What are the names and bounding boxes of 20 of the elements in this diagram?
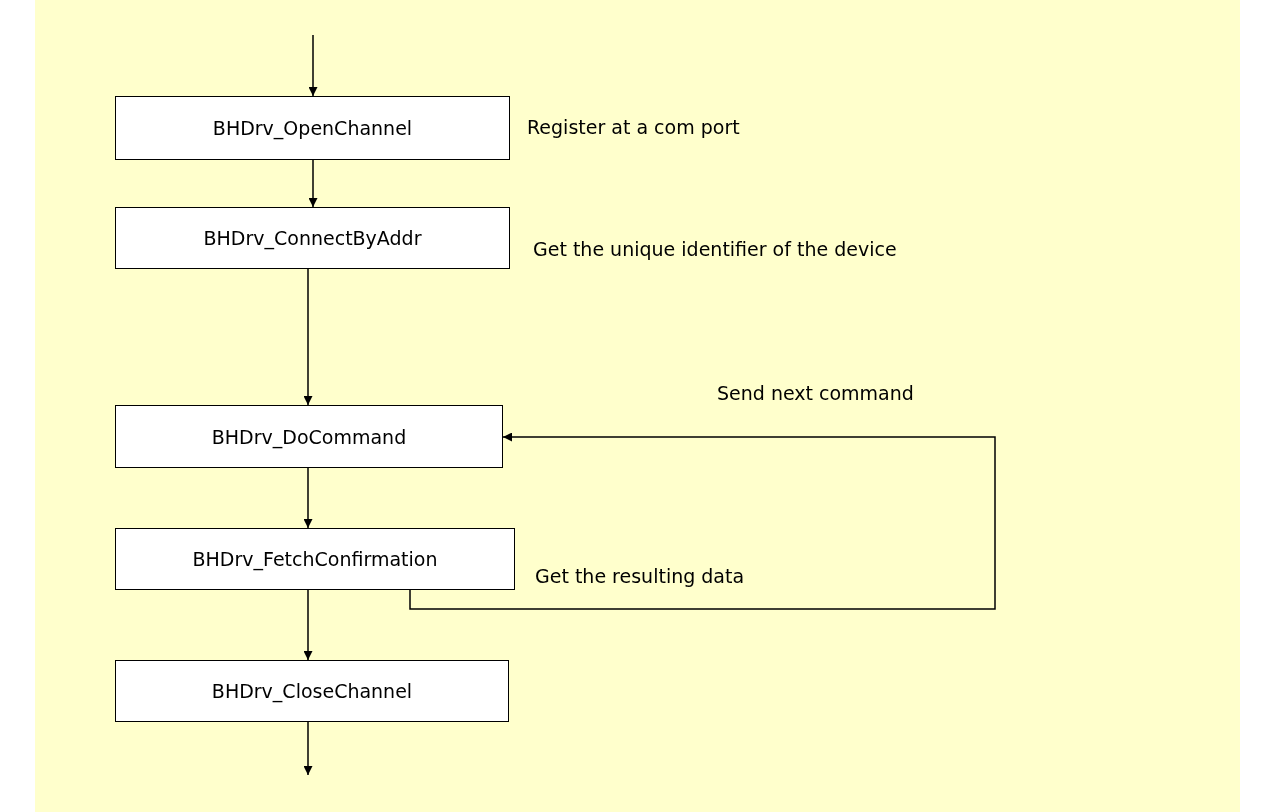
annotation-text: Get the unique identifier of the device bbox=[533, 238, 897, 260]
annotation-text: Get the resulting data bbox=[535, 565, 745, 587]
function-name: BHDrv_OpenChannel bbox=[212, 117, 413, 139]
function-name: BHDrv_ConnectByAddr bbox=[203, 227, 422, 249]
function-name: BHDrv_DoCommand bbox=[211, 425, 407, 448]
process-box bbox=[115, 660, 509, 722]
function-name: BHDrv_CloseChannel bbox=[211, 680, 413, 702]
process-box bbox=[115, 96, 510, 160]
arrow bbox=[303, 721, 313, 776]
arrow bbox=[308, 34, 318, 97]
arrow bbox=[303, 589, 313, 661]
process-box bbox=[115, 528, 515, 590]
function-name: BHDrv_FetchConfirmation bbox=[192, 548, 438, 570]
process-box bbox=[115, 207, 510, 269]
arrow bbox=[303, 268, 313, 406]
arrow bbox=[308, 159, 318, 208]
arrow bbox=[409, 432, 996, 610]
annotation-text: Register at a com port bbox=[527, 116, 740, 138]
process-box bbox=[115, 405, 503, 468]
arrow bbox=[303, 467, 313, 529]
